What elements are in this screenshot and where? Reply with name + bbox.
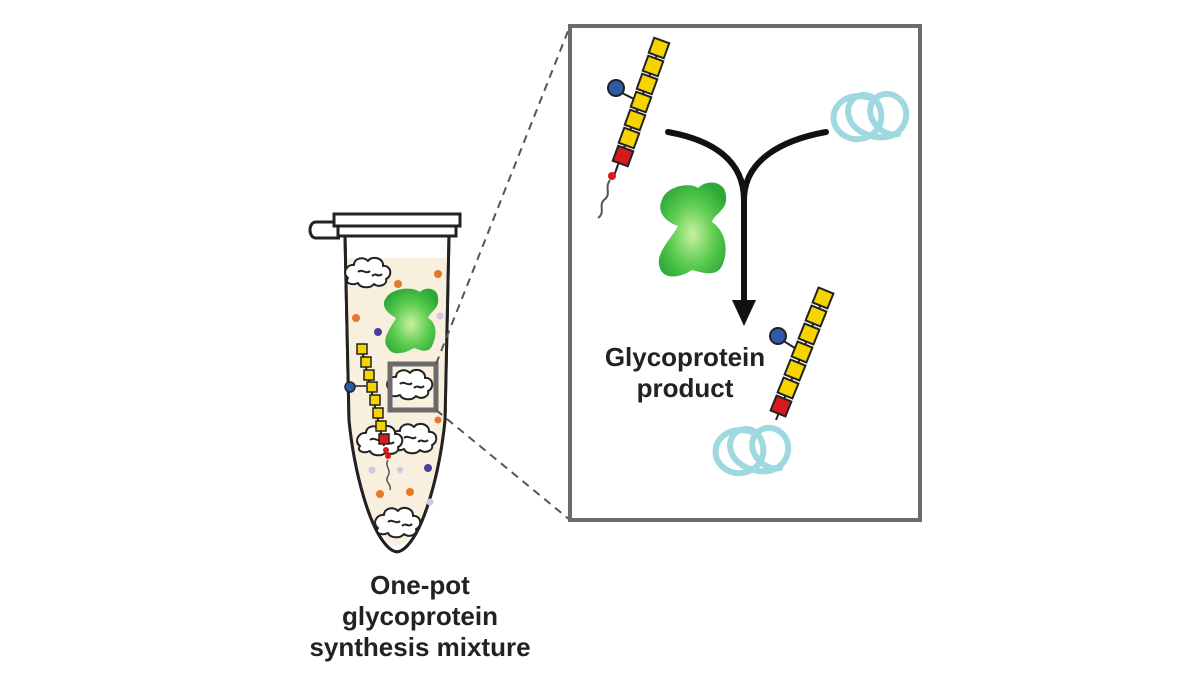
product-label-line2: product xyxy=(636,373,734,403)
caption-line3: synthesis mixture xyxy=(309,632,531,662)
glycan-chain-icon xyxy=(344,343,392,491)
merge-arrow-icon xyxy=(665,129,829,305)
product-label-line1: Glycoprotein xyxy=(604,342,766,372)
zoom-region-box xyxy=(387,361,439,413)
glycan-donor-icon xyxy=(597,36,671,219)
product-label: Glycoprotein product xyxy=(570,342,800,404)
molecule-dots xyxy=(352,270,444,506)
enzyme-blob-icon-large xyxy=(658,182,727,277)
glycoprotein-product-icon xyxy=(716,286,835,474)
tube-caption: One-pot glycoprotein synthesis mixture xyxy=(290,570,550,663)
caption-line1: One-pot xyxy=(370,570,470,600)
arrow-head xyxy=(732,300,756,326)
zoom-connector-lines xyxy=(435,25,571,521)
caption-line2: glycoprotein xyxy=(341,601,498,631)
enzyme-blob-icon xyxy=(383,288,439,354)
